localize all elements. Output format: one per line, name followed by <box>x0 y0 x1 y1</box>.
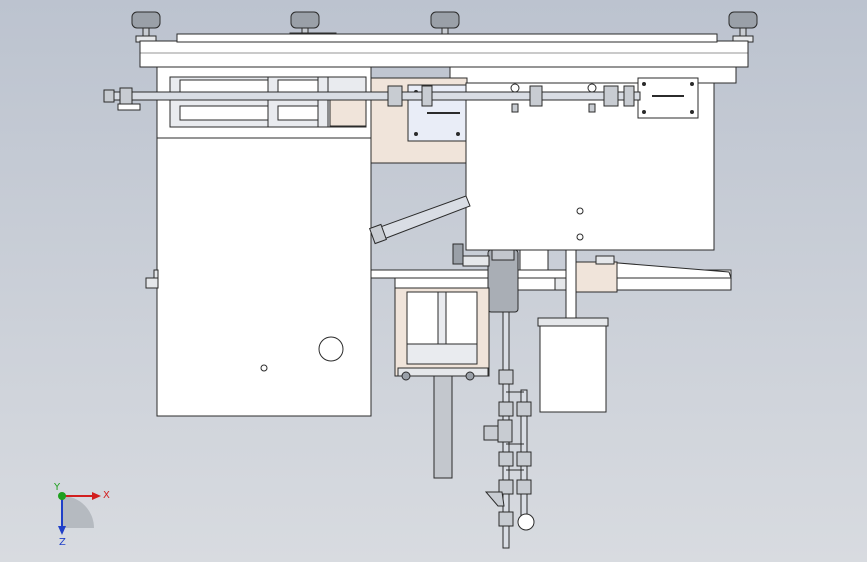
triad-x-label: X <box>103 490 110 501</box>
triad-z-label: Z <box>59 537 66 548</box>
coordinate-triad: X Y Z <box>53 482 110 548</box>
triad-plane <box>62 496 94 528</box>
triad-y-axis <box>58 492 66 500</box>
triad-x-arrow <box>92 492 101 500</box>
leveling-foot-4 <box>728 11 758 43</box>
lower-rod <box>433 375 453 479</box>
leveling-foot-1 <box>131 11 161 43</box>
left-main-panel <box>145 137 372 417</box>
triad-y-label: Y <box>53 482 61 493</box>
conveyor-shelf <box>370 255 732 293</box>
valve-assembly <box>483 311 535 549</box>
suspended-box <box>537 249 609 413</box>
interior-panel <box>370 77 468 164</box>
triad-z-arrow <box>58 526 66 535</box>
diagonal-strut <box>368 195 471 245</box>
main-pipe <box>103 83 641 113</box>
left-upper-frame <box>156 66 372 139</box>
top-frame-plate <box>139 33 749 84</box>
lifting-frame <box>394 287 490 381</box>
air-cylinder <box>452 243 549 313</box>
